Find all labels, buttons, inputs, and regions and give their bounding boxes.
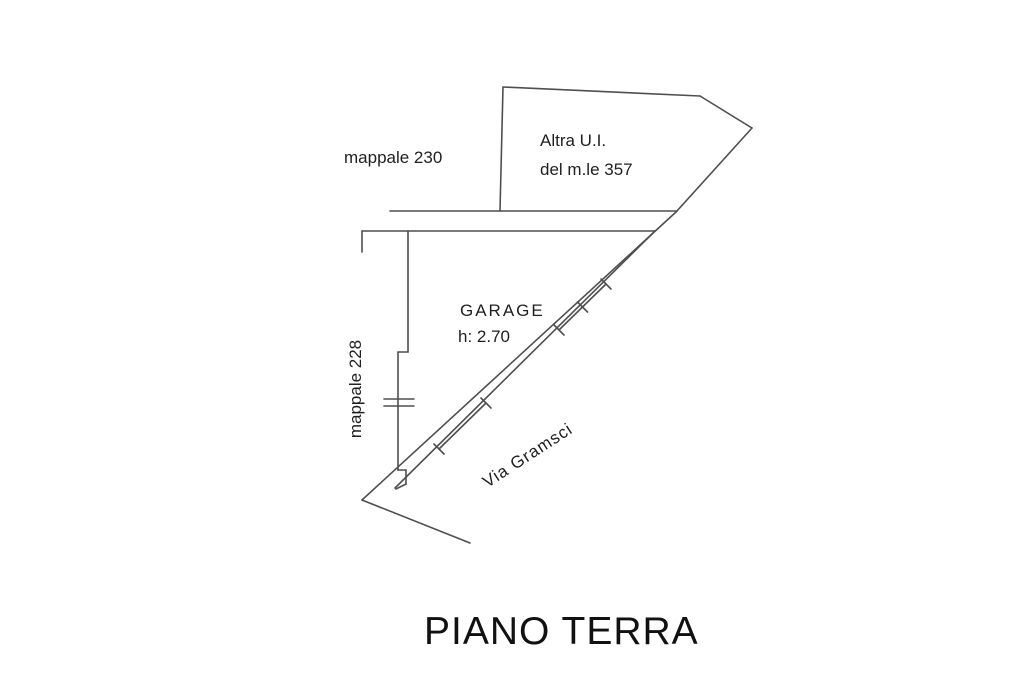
garage-outline	[361, 230, 656, 490]
left-wall-opening-symbol	[383, 398, 415, 407]
garage-diagonal-wall	[394, 230, 656, 489]
upper-parcel-outline	[499, 86, 753, 212]
window-b-tick-top	[480, 397, 492, 409]
parcel-230-label: mappale 230	[344, 148, 443, 167]
garage-room-label: GARAGE	[460, 301, 545, 320]
street-bend-line	[361, 499, 471, 544]
window-a-tick-top	[600, 278, 612, 290]
window-b-midline	[438, 402, 487, 450]
other-unit-label-line2: del m.le 357	[540, 160, 633, 179]
street-lines	[361, 127, 753, 544]
street-outer-line	[361, 127, 753, 501]
garage-height-label: h: 2.70	[458, 327, 510, 346]
upper-parcel-right-slant	[699, 95, 753, 129]
window-a-tick-bottom	[553, 324, 565, 336]
upper-parcel-top-edge	[502, 86, 701, 97]
window-b-tick-bottom	[433, 443, 445, 455]
floor-title: PIANO TERRA	[424, 610, 699, 653]
parcel-228-label: mappale 228	[345, 339, 365, 439]
other-unit-label-line1: Altra U.I.	[540, 131, 607, 150]
diagonal-wall-window-symbol-lower	[433, 397, 492, 455]
diagonal-wall-window-symbol-upper	[553, 278, 612, 336]
window-a-tick-mid	[576, 301, 589, 313]
upper-parcel-left-edge	[499, 86, 504, 212]
garage-bottom-corner-join	[395, 483, 407, 490]
